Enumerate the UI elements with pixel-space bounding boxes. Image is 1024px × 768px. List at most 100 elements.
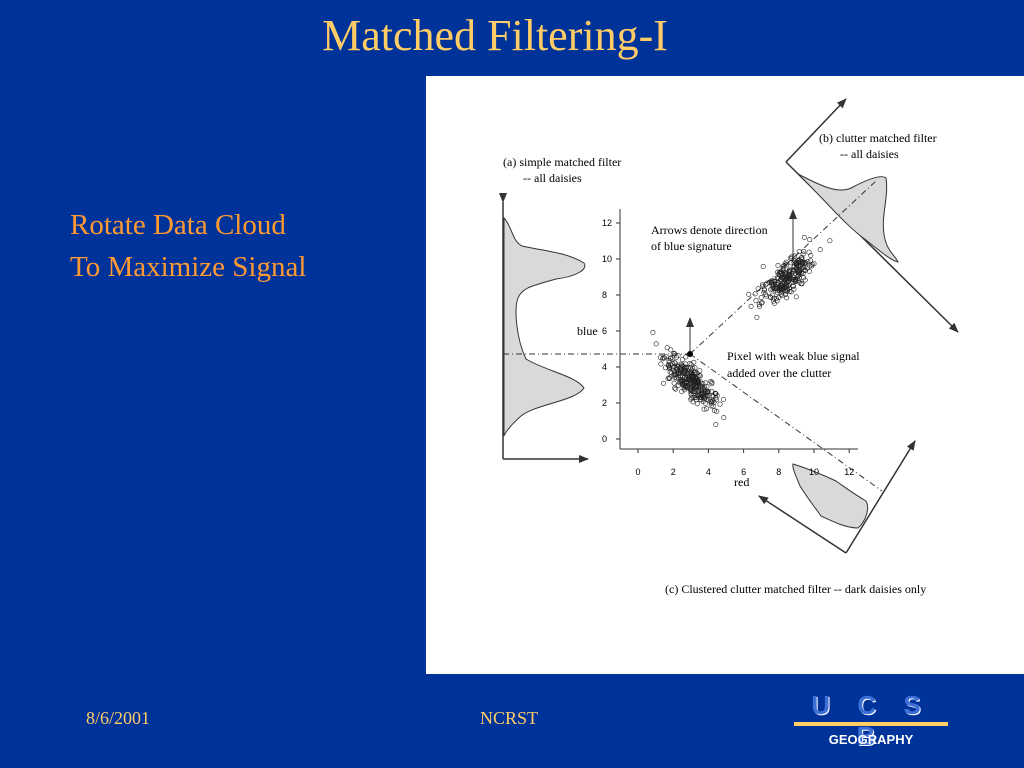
scatter-point bbox=[708, 378, 714, 384]
scatter-point bbox=[709, 381, 715, 387]
ucsb-geography-logo: U C S B GEOGRAPHY bbox=[794, 690, 948, 751]
scatter-point bbox=[774, 298, 780, 304]
x-tick-label: 6 bbox=[741, 467, 746, 477]
scatter-point bbox=[748, 303, 754, 309]
scatter-point bbox=[755, 286, 761, 292]
scatter-point bbox=[800, 251, 806, 257]
scatter-point bbox=[663, 354, 669, 360]
scatter-point bbox=[782, 287, 788, 293]
footer-date: 8/6/2001 bbox=[86, 708, 151, 728]
scatter-point bbox=[754, 314, 760, 320]
x-axis-label: red bbox=[734, 475, 749, 489]
scatter-point bbox=[793, 261, 799, 267]
scatter-point bbox=[769, 280, 775, 286]
scatter-point bbox=[673, 371, 679, 377]
scatter-point bbox=[688, 380, 694, 386]
scatter-point bbox=[678, 364, 684, 370]
scatter-point bbox=[692, 369, 698, 375]
label-a-line2: -- all daisies bbox=[523, 171, 582, 185]
y-axis-label: blue bbox=[577, 324, 598, 338]
scatter-point bbox=[775, 282, 781, 288]
scatter-point bbox=[684, 364, 690, 370]
scatter-point bbox=[700, 385, 706, 391]
scatter-point bbox=[787, 269, 793, 275]
scatter-point bbox=[671, 380, 677, 386]
scatter-point bbox=[778, 291, 784, 297]
scatter-point bbox=[752, 291, 758, 297]
scatter-point bbox=[769, 292, 775, 298]
scatter-point bbox=[799, 254, 805, 260]
scatter-point bbox=[697, 368, 703, 374]
scatter-point bbox=[672, 375, 678, 381]
scatter-point bbox=[753, 298, 759, 304]
scatter-point bbox=[693, 397, 699, 403]
scatter-point bbox=[683, 368, 689, 374]
scatter-point bbox=[761, 290, 767, 296]
scatter-point bbox=[688, 362, 694, 368]
scatter-point bbox=[801, 248, 807, 254]
scatter-point bbox=[756, 304, 762, 310]
scatter-point bbox=[683, 385, 689, 391]
scatter-point bbox=[667, 376, 673, 382]
scatter-point bbox=[808, 253, 814, 259]
scatter-point bbox=[700, 393, 706, 399]
y-tick-label: 2 bbox=[602, 398, 607, 408]
bullet-line-2: To Maximize Signal bbox=[70, 251, 307, 283]
scatter-point bbox=[680, 356, 686, 362]
scatter-point bbox=[807, 263, 813, 269]
scatter-point bbox=[759, 300, 765, 306]
logo-bar bbox=[794, 722, 948, 726]
scatter-point bbox=[681, 375, 687, 381]
scatter-point bbox=[713, 421, 719, 427]
scatter-point bbox=[694, 376, 700, 382]
x-tick-label: 0 bbox=[636, 467, 641, 477]
scatter-point bbox=[787, 274, 793, 280]
scatter-point bbox=[701, 388, 707, 394]
arrows-note-line1: Arrows denote direction bbox=[651, 223, 768, 237]
scatter-point bbox=[758, 295, 764, 301]
y-tick-label: 6 bbox=[602, 326, 607, 336]
scatter-point bbox=[694, 392, 700, 398]
label-a-line1: (a) simple matched filter bbox=[503, 155, 621, 169]
scatter-point bbox=[672, 351, 678, 357]
scatter-point bbox=[770, 298, 776, 304]
scatter-point bbox=[786, 268, 792, 274]
scatter-point bbox=[688, 395, 694, 401]
scatter-point bbox=[678, 370, 684, 376]
label-b-line1: (b) clutter matched filter bbox=[819, 131, 937, 145]
footer-org: NCRST bbox=[480, 708, 539, 728]
scatter-point bbox=[691, 377, 697, 383]
scatter-point bbox=[687, 376, 693, 382]
scatter-point bbox=[699, 388, 705, 394]
scatter-point bbox=[692, 370, 698, 376]
x-tick-label: 10 bbox=[809, 467, 819, 477]
scatter-point bbox=[790, 283, 796, 289]
scatter-point bbox=[698, 397, 704, 403]
scatter-point bbox=[668, 355, 674, 361]
scatter-point bbox=[708, 398, 714, 404]
scatter-points bbox=[650, 234, 833, 427]
scatter-point bbox=[783, 289, 789, 295]
scatter-point bbox=[783, 262, 789, 268]
scatter-point bbox=[797, 271, 803, 277]
scatter-point bbox=[712, 390, 718, 396]
scatter-point bbox=[791, 286, 797, 292]
scatter-point bbox=[701, 406, 707, 412]
scatter-point bbox=[697, 373, 703, 379]
scatter-point bbox=[653, 341, 659, 347]
scatter-point bbox=[679, 388, 685, 394]
scatter-point bbox=[674, 375, 680, 381]
scatter-point bbox=[690, 365, 696, 371]
logo-subtitle: GEOGRAPHY bbox=[828, 732, 914, 747]
x-tick-label: 8 bbox=[776, 467, 781, 477]
scatter-point bbox=[720, 396, 726, 402]
scatter-point bbox=[658, 361, 664, 367]
scatter-point bbox=[793, 266, 799, 272]
scatter-point bbox=[713, 395, 719, 401]
scatter-point bbox=[780, 281, 786, 287]
scatter-point bbox=[796, 249, 802, 255]
